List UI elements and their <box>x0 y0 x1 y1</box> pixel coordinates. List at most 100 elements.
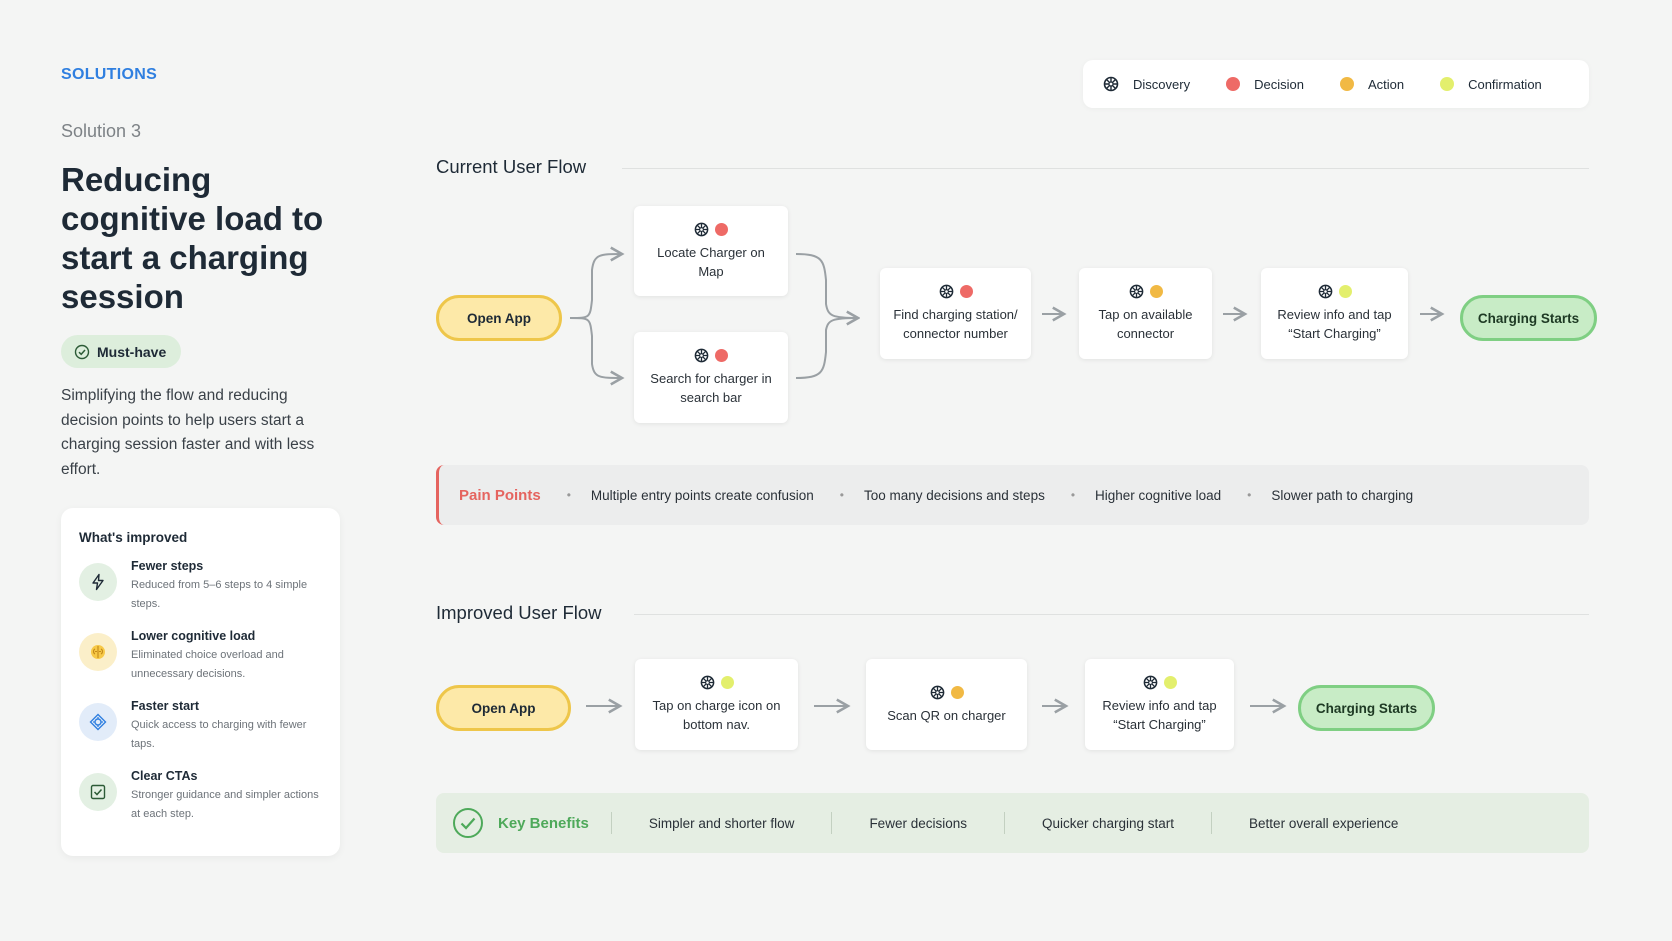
pain-points-bar: Pain Points Multiple entry points create… <box>436 465 1589 525</box>
locate-charger-node: Locate Charger on Map <box>634 206 788 296</box>
arrow-icon <box>1223 306 1248 322</box>
review-info-node: Review info and tap “Start Charging” <box>1261 268 1408 359</box>
confirmation-dot-icon <box>1338 285 1352 298</box>
find-station-node: Find charging station/ connector number <box>880 268 1031 359</box>
pain-point-item: Too many decisions and steps <box>840 488 1045 503</box>
target-icon <box>79 703 117 741</box>
discovery-icon <box>694 222 709 237</box>
benefit-item: Fewer decisions <box>832 812 1005 834</box>
legend: Discovery Decision Action Confirmation <box>1083 60 1589 108</box>
arrow-icon <box>814 698 851 714</box>
current-charging-starts-node: Charging Starts <box>1460 295 1597 341</box>
improved-item: Fewer steps Reduced from 5–6 steps to 4 … <box>79 559 322 614</box>
discovery-icon <box>700 675 715 690</box>
improved-item: Faster start Quick access to charging wi… <box>79 699 322 754</box>
improved-item: Lower cognitive load Eliminated choice o… <box>79 629 322 684</box>
arrow-icon <box>1420 306 1445 322</box>
tap-charge-icon-node: Tap on charge icon on bottom nav. <box>635 659 798 750</box>
arrow-icon <box>586 698 623 714</box>
benefit-item: Simpler and shorter flow <box>612 812 833 834</box>
improved-charging-starts-node: Charging Starts <box>1298 685 1435 731</box>
improved-item-name: Lower cognitive load <box>131 629 256 643</box>
pain-points-label: Pain Points <box>459 486 541 504</box>
divider <box>622 168 1589 169</box>
tap-connector-node: Tap on available connector <box>1079 268 1212 359</box>
node-label: Review info and tap “Start Charging” <box>1102 698 1217 732</box>
pain-point-item: Multiple entry points create confusion <box>567 488 814 503</box>
card-title: What's improved <box>79 530 188 545</box>
benefit-item: Quicker charging start <box>1005 812 1213 834</box>
legend-label: Action <box>1367 76 1405 92</box>
legend-label: Confirmation <box>1468 76 1542 92</box>
key-benefits-label-group: Key Benefits <box>452 808 612 838</box>
legend-label: Discovery <box>1133 76 1191 92</box>
node-label: Scan QR on charger <box>887 707 1006 723</box>
decision-dot-icon <box>959 285 973 298</box>
legend-item-action: Action <box>1339 76 1405 92</box>
legend-label: Decision <box>1254 76 1304 92</box>
pain-point-item: Higher cognitive load <box>1071 488 1221 503</box>
key-benefits-label: Key Benefits <box>498 814 589 832</box>
improved-flow-title: Improved User Flow <box>436 602 602 623</box>
confirmation-dot-icon <box>1163 676 1177 689</box>
improved-item-name: Faster start <box>131 699 200 713</box>
node-label: Locate Charger on Map <box>657 244 765 279</box>
improved-item-detail: Reduced from 5–6 steps to 4 simple steps… <box>131 579 308 610</box>
confirmation-dot-icon <box>720 676 734 689</box>
discovery-icon <box>694 348 709 363</box>
legend-item-discovery: Discovery <box>1103 76 1190 92</box>
badge-label: Must-have <box>97 343 167 360</box>
lightning-icon <box>79 563 117 601</box>
brain-icon <box>79 633 117 671</box>
discovery-icon <box>1129 284 1144 299</box>
discovery-icon <box>1318 284 1333 299</box>
search-charger-node: Search for charger in search bar <box>634 332 788 423</box>
scan-qr-node: Scan QR on charger <box>866 659 1027 750</box>
legend-item-decision: Decision <box>1226 77 1304 92</box>
node-label: Tap on available connector <box>1098 307 1193 341</box>
action-dot-icon <box>1149 285 1163 298</box>
improved-item-detail: Eliminated choice overload and unnecessa… <box>131 649 284 680</box>
decision-dot-icon <box>715 349 728 362</box>
check-circle-icon <box>74 344 90 359</box>
improved-item-name: Fewer steps <box>131 559 204 573</box>
pain-point-item: Slower path to charging <box>1247 488 1413 503</box>
benefit-item: Better overall experience <box>1249 815 1399 831</box>
discovery-icon <box>939 284 954 299</box>
arrow-icon <box>1250 698 1287 714</box>
node-label: Review info and tap “Start Charging” <box>1277 307 1392 341</box>
node-label: Find charging station/ connector number <box>893 307 1018 341</box>
current-flow-title: Current User Flow <box>436 156 587 177</box>
eyebrow: SOLUTIONS <box>61 66 158 83</box>
arrow-icon <box>1042 306 1067 322</box>
solution-number: Solution 3 <box>61 121 142 141</box>
check-circle-icon <box>453 808 483 838</box>
improved-item-detail: Quick access to charging with fewer taps… <box>131 719 307 750</box>
node-label: Tap on charge icon on bottom nav. <box>652 698 781 732</box>
improved-item-detail: Stronger guidance and simpler actions at… <box>131 789 319 820</box>
improved-item: Clear CTAs Stronger guidance and simpler… <box>79 769 322 824</box>
divider <box>634 614 1589 615</box>
checkbox-icon <box>79 773 117 811</box>
decision-dot-icon <box>1226 77 1241 91</box>
node-label: Search for charger in search bar <box>650 371 772 405</box>
branch-connectors <box>569 246 860 386</box>
discovery-icon <box>930 685 945 700</box>
current-open-app-node: Open App <box>436 295 562 341</box>
review-info-node: Review info and tap “Start Charging” <box>1085 659 1234 750</box>
discovery-icon <box>1103 76 1119 92</box>
decision-dot-icon <box>715 222 728 236</box>
action-dot-icon <box>1339 77 1354 91</box>
page-title: Reducing cognitive load to start a charg… <box>61 161 324 315</box>
arrow-icon <box>1042 698 1069 714</box>
confirmation-dot-icon <box>1440 77 1455 91</box>
discovery-icon <box>1143 675 1158 690</box>
improved-item-name: Clear CTAs <box>131 769 198 783</box>
whats-improved-card: What's improved Fewer steps Reduced from… <box>61 508 340 856</box>
description: Simplifying the flow and reducing decisi… <box>61 387 315 478</box>
action-dot-icon <box>950 685 964 699</box>
key-benefits-bar: Key Benefits Simpler and shorter flow Fe… <box>436 793 1589 853</box>
legend-item-confirmation: Confirmation <box>1440 77 1542 92</box>
improved-open-app-node: Open App <box>436 685 571 731</box>
priority-badge: Must-have <box>61 335 182 368</box>
